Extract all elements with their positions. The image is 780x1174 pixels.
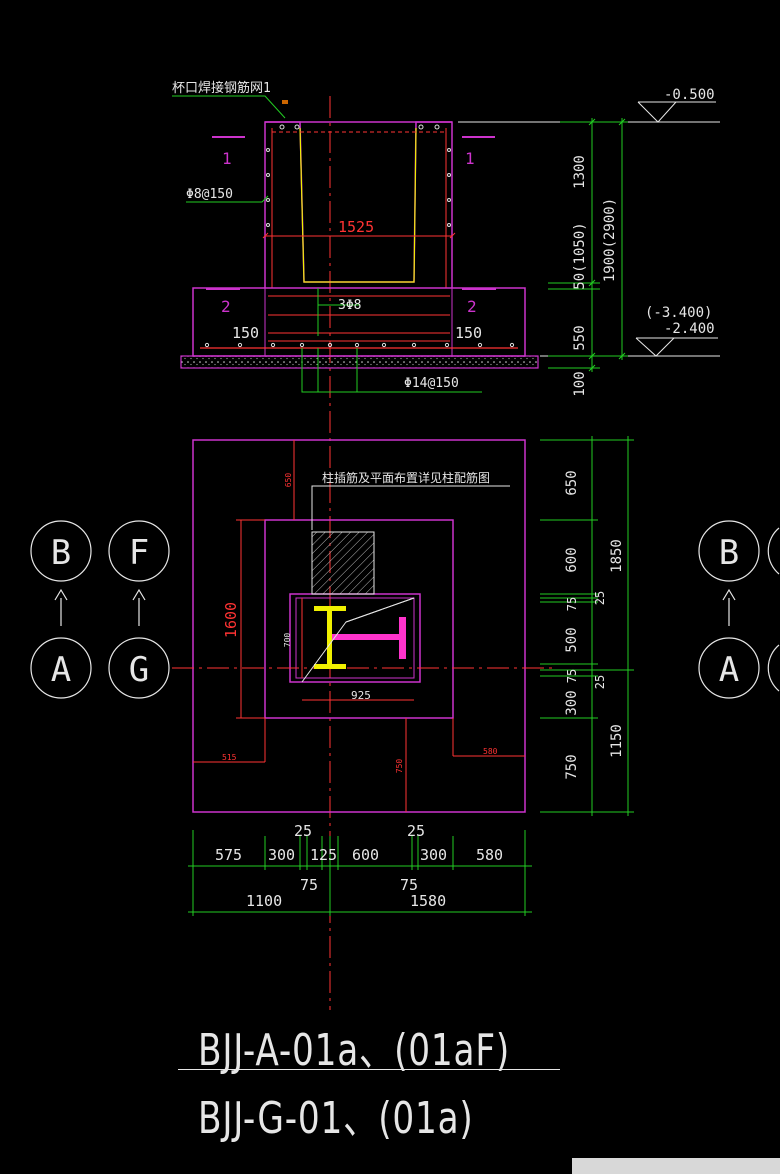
hdim-125: 125 — [310, 846, 337, 864]
grid-bubble-a-left — [30, 637, 92, 699]
vdim-total: 1900(2900) — [602, 198, 618, 282]
dim-150-left: 150 — [232, 324, 259, 342]
grid-bubble-a-right — [698, 637, 760, 699]
hdim-575: 575 — [215, 846, 242, 864]
plan-dim-925: 925 — [351, 689, 371, 702]
elev-bottom-b: -2.400 — [664, 321, 715, 337]
hdim-75-left: 75 — [300, 876, 318, 894]
plan-dim-580-small: 580 — [483, 747, 498, 756]
taskbar-fragment — [572, 1158, 780, 1174]
grid-bubble-b-right — [698, 520, 760, 582]
plan-dim-650-small: 650 — [284, 473, 293, 488]
plan-dim-1600: 1600 — [222, 602, 240, 638]
rebar-phi8-label: Φ8@150 — [186, 187, 233, 202]
grid-bubble-partial-bottom — [767, 644, 780, 692]
column-hatch — [311, 531, 375, 595]
hdim-25-right: 25 — [407, 822, 425, 840]
plan-vdim-300: 300 — [564, 690, 580, 715]
hdim-580: 580 — [476, 846, 503, 864]
plan-vdim-75b: 75 — [565, 669, 579, 683]
grid-bubble-partial-top — [767, 527, 780, 575]
bubble-text-a-left: A — [51, 650, 71, 690]
plan-vdim-600: 600 — [564, 547, 580, 572]
dim-150-right: 150 — [455, 324, 482, 342]
bubble-text-a-right: A — [719, 650, 739, 690]
cut-mark-2-left: 2 — [221, 297, 231, 316]
bubble-text-b-left: B — [51, 533, 71, 573]
footing-outline — [192, 439, 526, 813]
plan-vdim-25b: 25 — [593, 675, 607, 689]
cup-inner-rebar — [299, 127, 417, 283]
bubble-text-f: F — [129, 533, 149, 573]
plan-vdim-25a: 25 — [593, 591, 607, 605]
grid-bubble-g — [108, 637, 170, 699]
hdim-25-left: 25 — [294, 822, 312, 840]
steel-column-section — [314, 606, 406, 669]
grid-bubble-f — [108, 520, 170, 582]
hdim-1580: 1580 — [410, 892, 446, 910]
vdim-1300: 1300 — [572, 155, 588, 189]
drawing-title-line-1: BJJ-A-01a、(01aF) — [198, 1025, 511, 1076]
plan-view: 柱插筋及平面布置详见柱配筋图 1600 925 700 650 515 750 … — [172, 436, 634, 916]
rebar-3phi8-label: 3Φ8 — [338, 298, 361, 313]
plan-vdim-500: 500 — [564, 627, 580, 652]
hdim-300-left: 300 — [268, 846, 295, 864]
vdim-50-1050: 50(1050) — [572, 222, 588, 289]
plan-dim-750-small: 750 — [395, 759, 404, 774]
hdim-300-right: 300 — [420, 846, 447, 864]
cup-wall — [264, 121, 453, 288]
cut-mark-1-right: 1 — [465, 149, 475, 168]
pedestal-outline — [264, 519, 454, 719]
rebar-phi14-label: Φ14@150 — [404, 376, 459, 391]
plan-vdim-1150: 1150 — [609, 724, 625, 758]
bedding-layer — [180, 355, 539, 369]
cut-mark-2-right: 2 — [467, 297, 477, 316]
bubble-text-g: G — [129, 650, 149, 690]
plan-vdim-75a: 75 — [565, 597, 579, 611]
grid-bubbles — [30, 520, 780, 699]
plan-dim-700: 700 — [283, 633, 292, 648]
vdim-chain — [548, 118, 628, 372]
drawing-title-line-2: BJJ-G-01、(01a) — [198, 1093, 474, 1144]
elev-bottom-a: (-3.400) — [645, 305, 712, 321]
hdim-75-right: 75 — [400, 876, 418, 894]
plan-note-label: 柱插筋及平面布置详见柱配筋图 — [322, 470, 490, 485]
cup-mesh-label: 杯口焊接钢筋网1 — [172, 80, 271, 96]
bubble-text-b-right: B — [719, 533, 739, 573]
cut-mark-1-left: 1 — [222, 149, 232, 168]
grid-bubble-b-left — [30, 520, 92, 582]
plan-vdim-chain — [540, 436, 634, 816]
vdim-100: 100 — [572, 371, 588, 396]
title-divider — [178, 1069, 560, 1070]
dim-inner-width: 1525 — [338, 218, 374, 236]
section-view: 1525 3Φ8 150 150 1 1 2 2 杯口焊接钢筋网1 Φ8@150… — [172, 80, 720, 1010]
plan-vdim-1850: 1850 — [609, 539, 625, 573]
hdim-1100: 1100 — [246, 892, 282, 910]
plan-hdim-chain — [188, 830, 532, 916]
vdim-550: 550 — [572, 325, 588, 350]
elev-top: -0.500 — [664, 87, 715, 103]
plan-vdim-650: 650 — [564, 470, 580, 495]
plan-vdim-750: 750 — [564, 754, 580, 779]
hdim-600: 600 — [352, 846, 379, 864]
plan-dim-515: 515 — [222, 753, 237, 762]
